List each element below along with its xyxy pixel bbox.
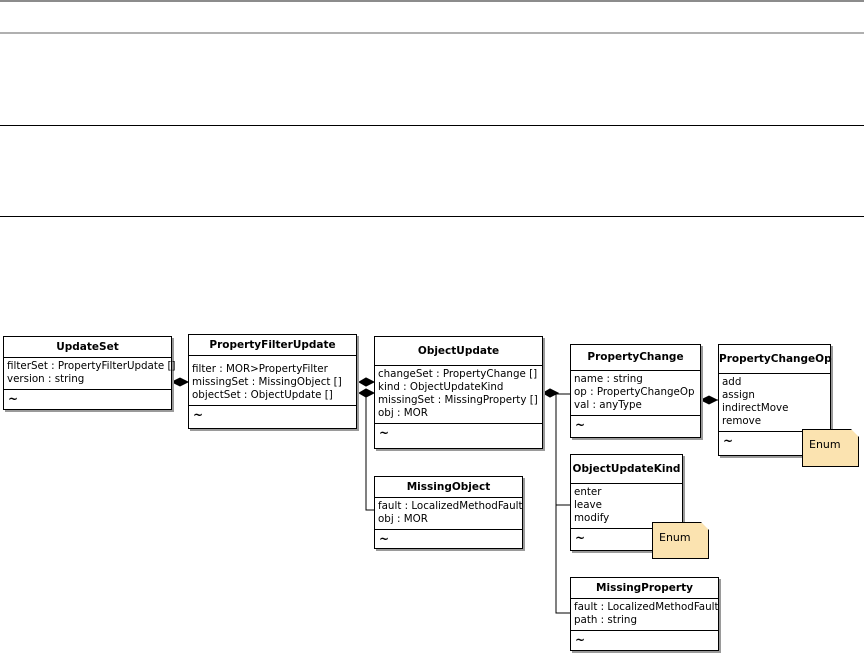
attribute: version : string <box>7 373 85 385</box>
attribute: op : PropertyChangeOp <box>574 386 695 398</box>
class-attributes: enter leave modify <box>571 484 682 529</box>
enum-note-object-update-kind: Enum <box>652 522 709 559</box>
class-title: PropertyChange <box>571 345 700 371</box>
attribute: obj : MOR <box>378 513 428 525</box>
enum-literal: indirectMove <box>722 402 789 414</box>
class-attributes: fault : LocalizedMethodFault obj : MOR <box>375 498 523 530</box>
class-property-filter-update[interactable]: PropertyFilterUpdate filter : MOR>Proper… <box>188 334 357 429</box>
class-title: PropertyChangeOp <box>719 345 832 374</box>
enum-literal: add <box>722 376 742 388</box>
attribute: val : anyType <box>574 399 642 411</box>
class-update-set[interactable]: UpdateSet filterSet : PropertyFilterUpda… <box>3 336 176 410</box>
note-text: Enum <box>809 438 841 451</box>
note-text: Enum <box>659 531 691 544</box>
attribute: name : string <box>574 373 643 385</box>
composition-diamond-4 <box>541 388 560 398</box>
class-attributes: add assign indirectMove remove <box>719 374 830 432</box>
class-attributes: fault : LocalizedMethodFault path : stri… <box>571 599 719 631</box>
enum-literal: enter <box>574 486 602 498</box>
attribute: filterSet : PropertyFilterUpdate [] <box>7 360 176 372</box>
note-fold <box>701 522 709 530</box>
class-title: PropertyFilterUpdate <box>189 335 356 356</box>
assoc-pfu-missingobject <box>365 394 374 511</box>
class-property-change[interactable]: PropertyChange name : string op : Proper… <box>570 344 701 438</box>
enum-literal: modify <box>574 512 610 524</box>
enum-literal: assign <box>722 389 755 401</box>
class-operations: ~ <box>193 408 204 422</box>
class-title: MissingObject <box>375 477 522 498</box>
class-operations: ~ <box>379 426 390 440</box>
attribute: objectSet : ObjectUpdate [] <box>192 389 333 401</box>
class-operations: ~ <box>575 418 586 432</box>
attribute: fault : LocalizedMethodFault <box>378 500 523 512</box>
attribute: obj : MOR <box>378 407 428 419</box>
assoc-ou-missingproperty <box>555 394 570 614</box>
note-fold <box>851 429 859 437</box>
composition-diamond-5 <box>699 395 719 405</box>
class-operations: ~ <box>575 633 586 647</box>
class-missing-property[interactable]: MissingProperty fault : LocalizedMethodF… <box>570 577 719 651</box>
class-missing-object[interactable]: MissingObject fault : LocalizedMethodFau… <box>374 476 523 549</box>
top-rule <box>0 0 864 2</box>
enum-literal: leave <box>574 499 602 511</box>
class-operations: ~ <box>723 434 734 448</box>
class-title: UpdateSet <box>4 337 171 358</box>
enum-note-property-change-op: Enum <box>802 429 859 467</box>
attribute: filter : MOR>PropertyFilter <box>192 363 328 375</box>
attribute: missingSet : MissingProperty [] <box>378 394 538 406</box>
enum-literal: remove <box>722 415 762 427</box>
attribute: changeSet : PropertyChange [] <box>378 368 538 380</box>
class-title: MissingProperty <box>571 578 718 599</box>
attribute: path : string <box>574 614 637 626</box>
attribute: fault : LocalizedMethodFault <box>574 601 719 613</box>
class-title: ObjectUpdate <box>375 337 542 366</box>
class-attributes: changeSet : PropertyChange [] kind : Obj… <box>375 366 542 424</box>
divider-3 <box>0 216 864 217</box>
class-attributes: filterSet : PropertyFilterUpdate [] vers… <box>4 358 176 390</box>
class-operations: ~ <box>575 531 586 545</box>
class-operations: ~ <box>8 392 19 406</box>
class-title: ObjectUpdateKind <box>571 455 682 484</box>
class-object-update[interactable]: ObjectUpdate changeSet : PropertyChange … <box>374 336 543 449</box>
attribute: missingSet : MissingObject [] <box>192 376 342 388</box>
class-operations: ~ <box>379 532 390 546</box>
class-attributes: name : string op : PropertyChangeOp val … <box>571 371 700 416</box>
composition-diamond-2 <box>357 377 376 387</box>
composition-diamond-3 <box>357 388 376 398</box>
attribute: kind : ObjectUpdateKind <box>378 381 504 393</box>
divider-1 <box>0 32 864 34</box>
class-attributes: filter : MOR>PropertyFilter missingSet :… <box>189 356 356 406</box>
composition-diamond-1 <box>170 377 190 387</box>
divider-2 <box>0 125 864 126</box>
